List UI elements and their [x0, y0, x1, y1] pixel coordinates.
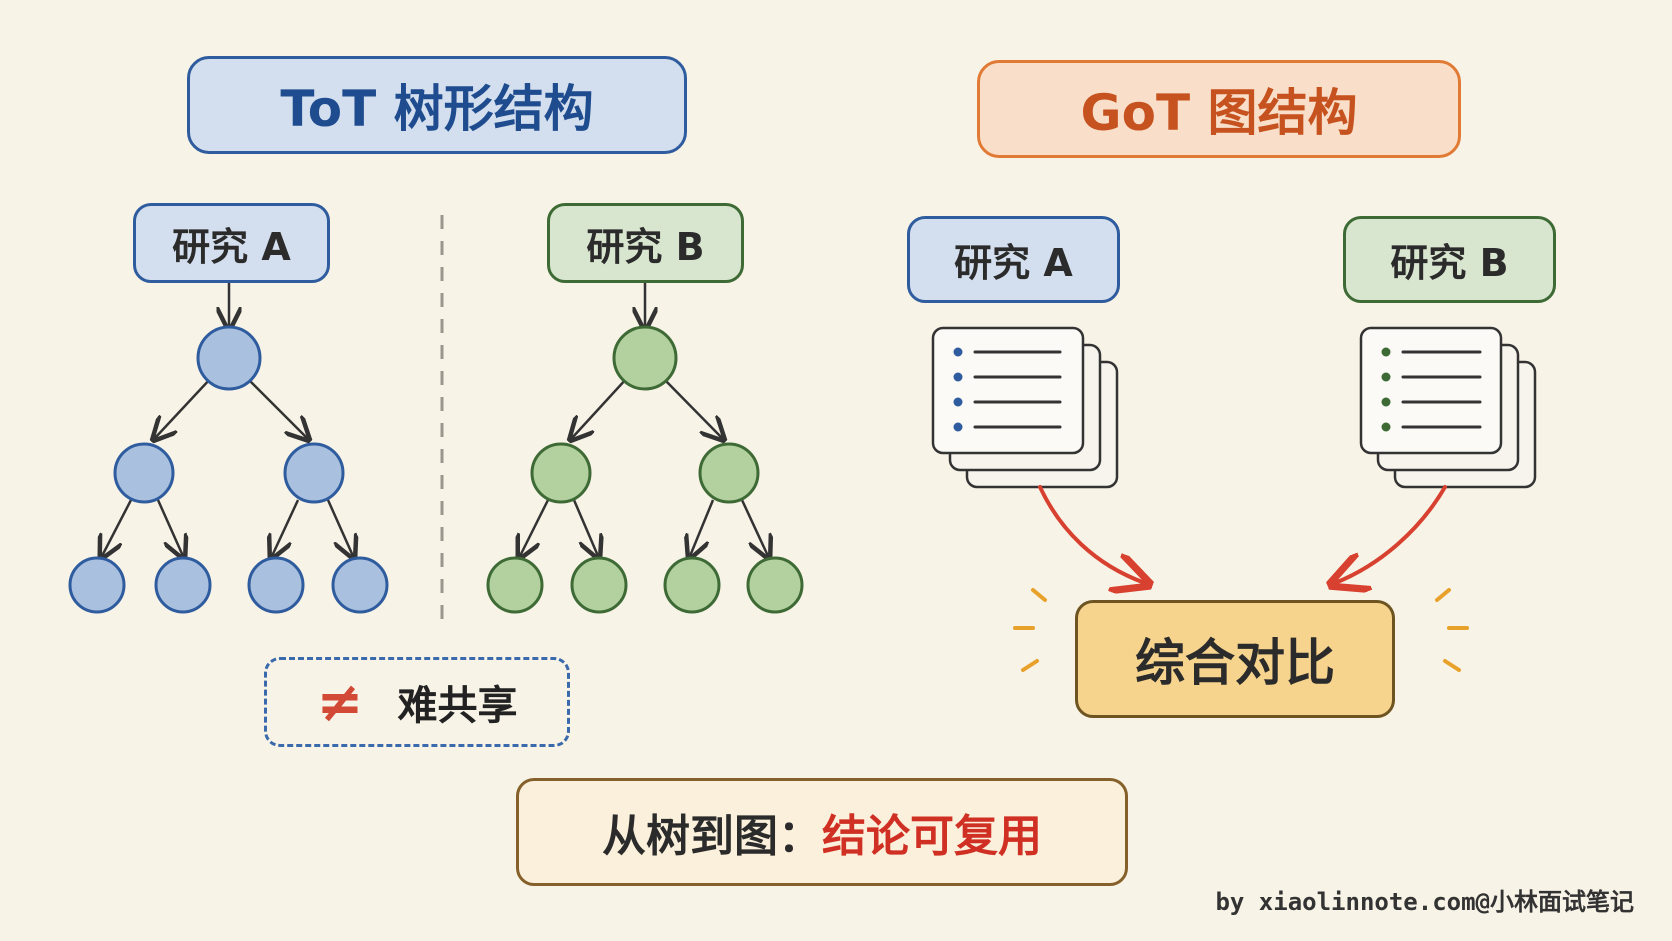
- summary-prefix: 从树到图：: [602, 811, 822, 862]
- tree-a-node: [283, 442, 345, 504]
- tree-b-node: [486, 556, 544, 614]
- tree-a-node: [247, 556, 305, 614]
- tree-a-edge: [102, 499, 133, 556]
- summary-highlight: 结论可复用: [822, 811, 1042, 862]
- tree-a-node: [196, 325, 262, 391]
- tree-a-edge: [326, 499, 353, 556]
- sparkle-icon: [1013, 588, 1469, 672]
- hard-to-share-box: ≠ 难共享: [264, 657, 570, 747]
- tot-study-a-label: 研究 A: [133, 203, 330, 283]
- tree-b-edge: [662, 377, 722, 438]
- document-stack-b-icon: [1359, 326, 1537, 489]
- hard-to-share-text: 难共享: [397, 683, 518, 729]
- merge-arrow-left: [1038, 485, 1145, 583]
- merge-compare-box: 综合对比: [1075, 600, 1395, 718]
- tree-a-node: [113, 442, 175, 504]
- tot-study-b-label: 研究 B: [547, 203, 744, 283]
- tree-a-edge: [272, 499, 300, 556]
- summary-banner: 从树到图： 结论可复用: [516, 778, 1128, 886]
- document-stack-a-icon: [931, 326, 1119, 489]
- footer-credit: by xiaolinnote.com@小林面试笔记: [1215, 888, 1634, 916]
- tree-b-edge: [740, 499, 768, 556]
- tree-a-node: [154, 556, 212, 614]
- tree-b-edge: [572, 377, 628, 438]
- tree-b-node: [530, 442, 592, 504]
- merge-arrow-right: [1335, 485, 1447, 583]
- tree-a-edge: [246, 377, 307, 438]
- tree-a-edge: [156, 499, 183, 556]
- tree-a: [68, 283, 389, 614]
- tree-b-node: [612, 325, 678, 391]
- tree-b-edge: [572, 499, 598, 556]
- tree-b-edge: [520, 499, 550, 556]
- tree-b: [486, 283, 804, 614]
- tot-section-title: ToT 树形结构: [187, 56, 687, 154]
- tree-b-node: [746, 556, 804, 614]
- got-section-title: GoT 图结构: [977, 60, 1461, 158]
- tree-a-edge: [155, 377, 212, 438]
- got-study-b-label: 研究 B: [1343, 216, 1556, 303]
- tree-b-edge: [690, 499, 715, 556]
- tree-b-node: [570, 556, 628, 614]
- tree-a-node: [331, 556, 389, 614]
- tree-a-node: [68, 556, 126, 614]
- got-study-a-label: 研究 A: [907, 216, 1120, 303]
- tree-b-node: [663, 556, 721, 614]
- tree-b-node: [698, 442, 760, 504]
- not-equal-icon: ≠: [316, 669, 364, 735]
